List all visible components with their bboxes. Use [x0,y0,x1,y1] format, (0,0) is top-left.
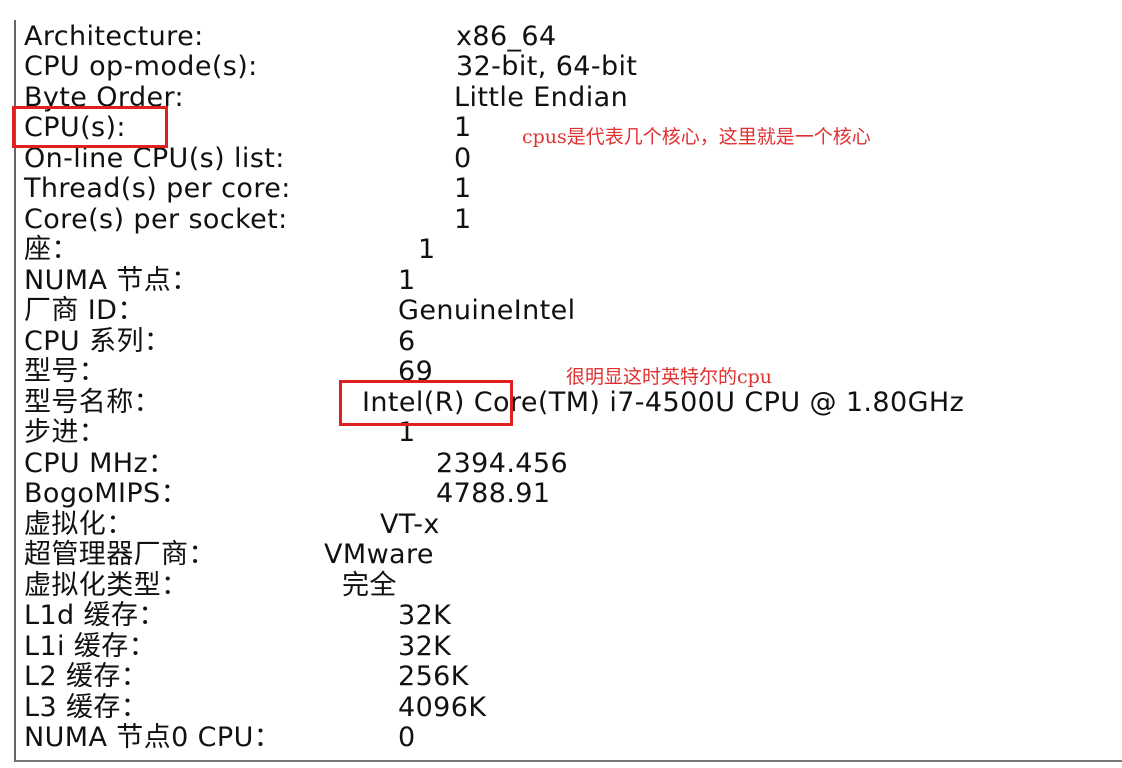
row-value: 完全 [342,570,397,601]
intel-annotation: 很明显这时英特尔的cpu [566,366,773,388]
row-architecture: Architecture: x86_64 [16,22,1122,52]
row-label: CPU 系列： [24,326,172,357]
row-numa-node0-cpu: NUMA 节点0 CPU： 0 [16,723,1122,753]
row-virtualization: 虚拟化： VT-x [16,510,1122,540]
row-label: NUMA 节点0 CPU： [24,722,282,753]
row-value: VT-x [380,509,440,540]
row-label: 型号： [24,356,107,387]
row-label: L2 缓存： [24,661,149,692]
row-numa-nodes: NUMA 节点： 1 [16,266,1122,296]
row-l1i-cache: L1i 缓存： 32K [16,632,1122,662]
row-cpus: CPU(s): 1 [16,113,1122,143]
row-byte-order: Byte Order: Little Endian [16,83,1122,113]
row-virtualization-type: 虚拟化类型： 完全 [16,571,1122,601]
row-value: 32K [398,631,452,662]
row-value: 6 [398,326,416,357]
row-sockets: 座： 1 [16,235,1122,265]
row-bogomips: BogoMIPS： 4788.91 [16,479,1122,509]
cpus-highlight-box [12,106,168,148]
row-label: CPU MHz： [24,448,176,479]
row-label: 虚拟化类型： [24,570,189,601]
row-value: 4788.91 [436,478,551,509]
row-label: Architecture: [24,21,204,52]
row-label: 超管理器厂商： [24,539,216,570]
row-label: BogoMIPS： [24,478,188,509]
row-cores-per-socket: Core(s) per socket: 1 [16,205,1122,235]
row-value: 1 [418,234,436,265]
row-value: Intel(R) Core(TM) i7-4500U CPU @ 1.80GHz [362,387,965,418]
row-l1d-cache: L1d 缓存： 32K [16,601,1122,631]
row-label: CPU(s): [24,112,126,143]
cpus-annotation: cpus是代表几个核心，这里就是一个核心 [522,126,871,148]
row-label: 座： [24,234,79,265]
row-model-name: 型号名称： Intel(R) Core(TM) i7-4500U CPU @ 1… [16,388,1122,418]
row-value: 256K [398,661,469,692]
terminal-output: Architecture: x86_64 CPU op-mode(s): 32-… [14,20,1122,762]
row-value: x86_64 [456,21,557,52]
row-value: 1 [398,265,416,296]
row-label: L1i 缓存： [24,631,157,662]
row-online-cpu-list: On-line CPU(s) list: 0 [16,144,1122,174]
row-value: 2394.456 [436,448,569,479]
row-label: 厂商 ID： [24,295,145,326]
row-cpu-mhz: CPU MHz： 2394.456 [16,449,1122,479]
row-label: NUMA 节点： [24,265,199,296]
row-label: On-line CPU(s) list: [24,143,285,174]
row-value: 32-bit, 64-bit [456,51,638,82]
row-label: CPU op-mode(s): [24,51,258,82]
row-value: 1 [454,204,472,235]
row-cpu-op-mode: CPU op-mode(s): 32-bit, 64-bit [16,52,1122,82]
row-value: 4096K [398,692,487,723]
row-stepping: 步进： 1 [16,418,1122,448]
row-value: 0 [398,722,416,753]
row-value: GenuineIntel [398,295,576,326]
row-value: 0 [454,143,472,174]
row-label: 型号名称： [24,387,161,418]
row-label: Core(s) per socket: [24,204,288,235]
row-value: VMware [324,539,434,570]
row-vendor-id: 厂商 ID： GenuineIntel [16,296,1122,326]
row-label: L3 缓存： [24,692,149,723]
row-cpu-family: CPU 系列： 6 [16,327,1122,357]
row-l2-cache: L2 缓存： 256K [16,662,1122,692]
row-label: 虚拟化： [24,509,134,540]
intel-highlight-box [339,380,513,426]
row-hypervisor-vendor: 超管理器厂商： VMware [16,540,1122,570]
row-value: 32K [398,600,452,631]
row-threads-per-core: Thread(s) per core: 1 [16,174,1122,204]
row-label: L1d 缓存： [24,600,166,631]
row-l3-cache: L3 缓存： 4096K [16,693,1122,723]
row-label: Thread(s) per core: [24,173,291,204]
row-value: 1 [454,173,472,204]
row-value: Little Endian [454,82,629,113]
row-value: 1 [454,112,472,143]
row-label: 步进： [24,417,107,448]
